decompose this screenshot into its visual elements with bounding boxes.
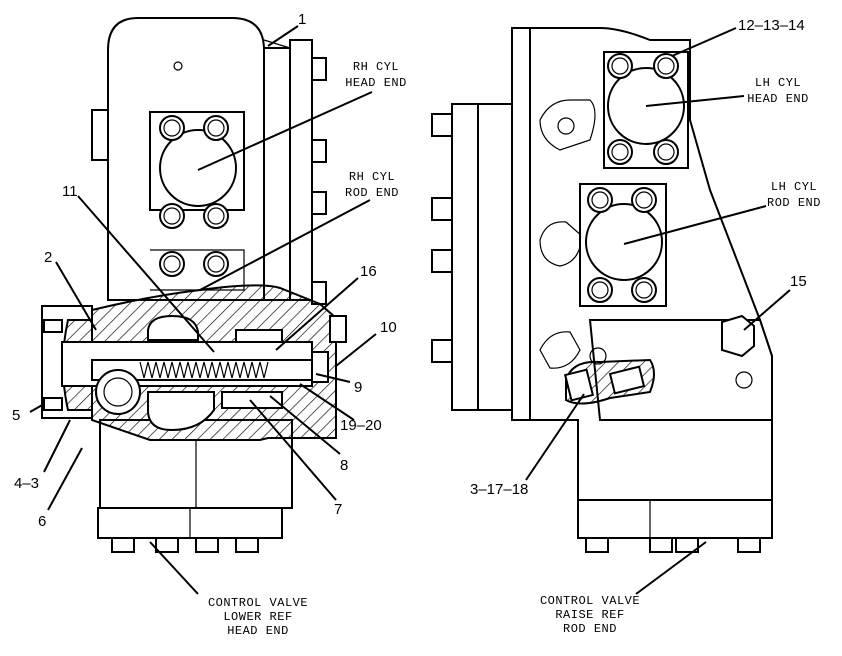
raise-caption-line3: ROD END <box>563 622 617 636</box>
callout-8: 8 <box>340 457 348 474</box>
lh-rod-line2: ROD END <box>767 196 821 210</box>
callout-3-17-18: 3–17–18 <box>470 481 528 498</box>
callout-2: 2 <box>44 249 52 266</box>
leader-lines <box>29 25 791 595</box>
callout-4-3: 4–3 <box>14 475 39 492</box>
raise-caption-line2: RAISE REF <box>555 608 624 622</box>
rh-head-line2: HEAD END <box>345 76 407 90</box>
raise-caption-line1: CONTROL VALVE <box>540 594 640 608</box>
callouts: 1 11 2 16 10 9 19–20 8 7 5 4–3 6 12–13–1… <box>12 11 807 530</box>
callout-9: 9 <box>354 379 362 396</box>
callout-7: 7 <box>334 501 342 518</box>
rh-head-line1: RH CYL <box>353 60 399 74</box>
callout-15: 15 <box>790 273 807 290</box>
callout-19-20: 19–20 <box>340 417 382 434</box>
lower-caption-line1: CONTROL VALVE <box>208 596 308 610</box>
lh-head-line2: HEAD END <box>747 92 809 106</box>
right-valve-view <box>431 27 773 553</box>
captions: CONTROL VALVE LOWER REF HEAD END CONTROL… <box>208 594 640 638</box>
callout-12-13-14: 12–13–14 <box>738 17 805 34</box>
left-valve-view <box>41 17 347 553</box>
spool-spring <box>139 361 269 379</box>
rh-rod-line2: ROD END <box>345 186 399 200</box>
port-labels: RH CYL HEAD END RH CYL ROD END LH CYL HE… <box>345 60 821 210</box>
rh-rod-line1: RH CYL <box>349 170 395 184</box>
callout-10: 10 <box>380 319 397 336</box>
lower-caption-line3: HEAD END <box>227 624 289 638</box>
callout-6: 6 <box>38 513 46 530</box>
callout-5: 5 <box>12 407 20 424</box>
lh-rod-line1: LH CYL <box>771 180 817 194</box>
callout-11: 11 <box>62 183 78 200</box>
callout-1: 1 <box>298 11 306 28</box>
callout-16: 16 <box>360 263 377 280</box>
lh-head-line1: LH CYL <box>755 76 801 90</box>
lower-caption-line2: LOWER REF <box>223 610 292 624</box>
